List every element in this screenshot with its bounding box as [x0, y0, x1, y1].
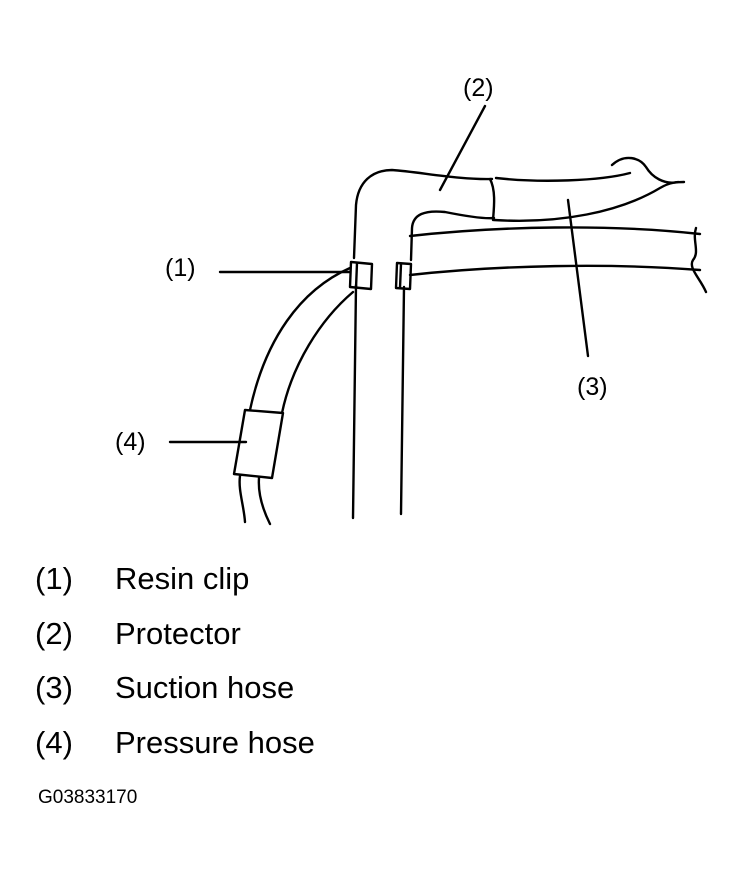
leader-line-2 [438, 104, 487, 192]
hose-diagram [168, 104, 708, 526]
protector-end [488, 177, 496, 222]
protector [352, 168, 496, 262]
pressure-hose-sleeve [232, 408, 285, 480]
suction-hose [492, 156, 686, 222]
callout-label-3: (3) [577, 373, 608, 401]
legend-label: Protector [115, 615, 241, 651]
protector-outer-edge [352, 168, 494, 260]
leader-line-3 [566, 198, 590, 358]
legend-number: (2) [35, 615, 73, 651]
horizontal-pipe-cut-end [690, 226, 708, 294]
legend-item: (4) Pressure hose [35, 724, 315, 779]
legend-item: (1) Resin clip [35, 560, 315, 615]
resin-clip-left-tab-line [354, 261, 359, 290]
legend-item: (3) Suction hose [35, 669, 315, 724]
legend-label: Pressure hose [115, 724, 315, 760]
resin-clip-right-tab-line [398, 262, 403, 290]
vertical-pipe-right-edge [399, 285, 406, 516]
resin-clip-left-tab [348, 260, 374, 291]
figure-id: G03833170 [38, 787, 138, 808]
callout-label-1: (1) [165, 254, 196, 282]
pressure-hose-inner-edge [280, 290, 355, 415]
legend-number: (4) [35, 724, 73, 760]
pressure-hose-outer-edge [248, 266, 352, 412]
legend-number: (3) [35, 670, 73, 706]
pressure-hose-end-left [238, 474, 247, 524]
suction-hose-top-edge [494, 171, 632, 182]
legend: (1) Resin clip (2) Protector (3) Suction… [35, 560, 315, 778]
resin-clip [348, 260, 413, 291]
legend-number: (1) [35, 561, 73, 596]
horizontal-pipe-top-edge [408, 226, 702, 238]
protector-inner-edge [409, 210, 496, 262]
leader-lines [168, 104, 590, 444]
vertical-pipe [351, 283, 406, 520]
pressure-hose-end-right [257, 476, 272, 526]
horizontal-pipe [408, 226, 708, 294]
legend-item: (2) Protector [35, 615, 315, 670]
vertical-pipe-left-edge [351, 283, 358, 520]
resin-clip-right-tab [394, 261, 413, 291]
horizontal-pipe-bottom-edge [408, 264, 702, 277]
pressure-hose [232, 266, 355, 526]
legend-label: Resin clip [115, 561, 250, 596]
suction-hose-cut-end [610, 156, 680, 184]
callout-label-2: (2) [463, 74, 494, 102]
legend-label: Suction hose [115, 670, 295, 706]
suction-hose-bottom-edge [492, 180, 686, 222]
callout-label-4: (4) [115, 428, 146, 456]
